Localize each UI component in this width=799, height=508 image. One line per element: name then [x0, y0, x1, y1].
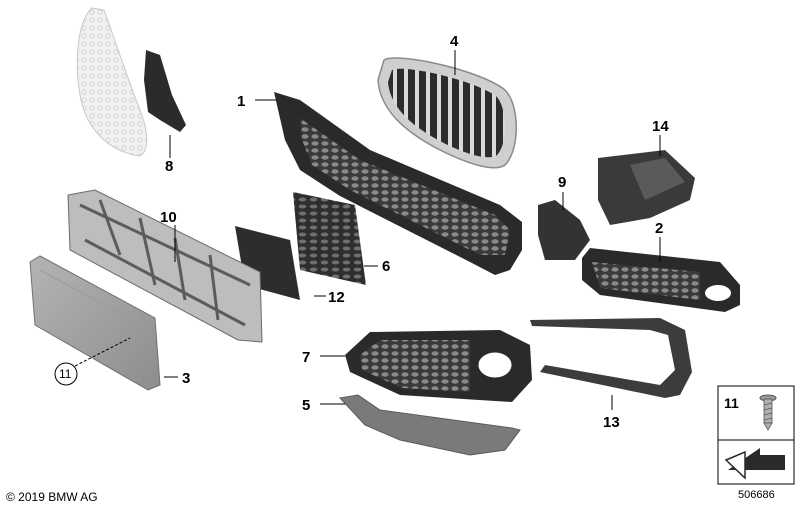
part-ghost-grille — [76, 7, 148, 157]
callout-10: 10 — [160, 209, 177, 226]
diagram-id: 506686 — [738, 489, 775, 501]
callout-2: 2 — [655, 220, 663, 237]
part-3-license-plate — [29, 255, 161, 391]
callout-11: 11 — [59, 367, 72, 381]
copyright: © 2019 BMW AG — [6, 490, 98, 504]
callout-11-circled: 11 — [54, 362, 78, 386]
callout-7: 7 — [302, 349, 310, 366]
callout-13: 13 — [603, 414, 620, 431]
part-1-center-grille — [274, 92, 522, 275]
part-7-fog-grille — [345, 330, 532, 402]
part-6-panel — [293, 192, 366, 285]
part-10-bracket — [67, 189, 263, 343]
callout-1: 1 — [237, 93, 245, 110]
callout-12: 12 — [328, 289, 345, 306]
part-8-bracket — [144, 50, 186, 132]
inset-box: 11 — [717, 385, 795, 485]
part-2-fog-grille — [582, 248, 740, 312]
part-13-trim-strip — [530, 318, 692, 398]
leader-lines — [74, 50, 661, 410]
inset-part-number: 11 — [724, 395, 739, 411]
callout-6: 6 — [382, 258, 390, 275]
callout-4: 4 — [450, 33, 459, 50]
part-4-kidney-grille — [377, 57, 517, 169]
part-9-trim — [538, 200, 590, 260]
part-14-air-duct — [598, 150, 695, 225]
part-5-deflector — [339, 394, 521, 456]
arrow-corner-icon — [724, 448, 785, 480]
callout-14: 14 — [652, 118, 669, 135]
callout-5: 5 — [302, 397, 310, 414]
screw-icon — [759, 394, 777, 431]
callout-9: 9 — [558, 174, 566, 191]
callout-3: 3 — [182, 370, 190, 387]
callout-8: 8 — [165, 158, 173, 175]
